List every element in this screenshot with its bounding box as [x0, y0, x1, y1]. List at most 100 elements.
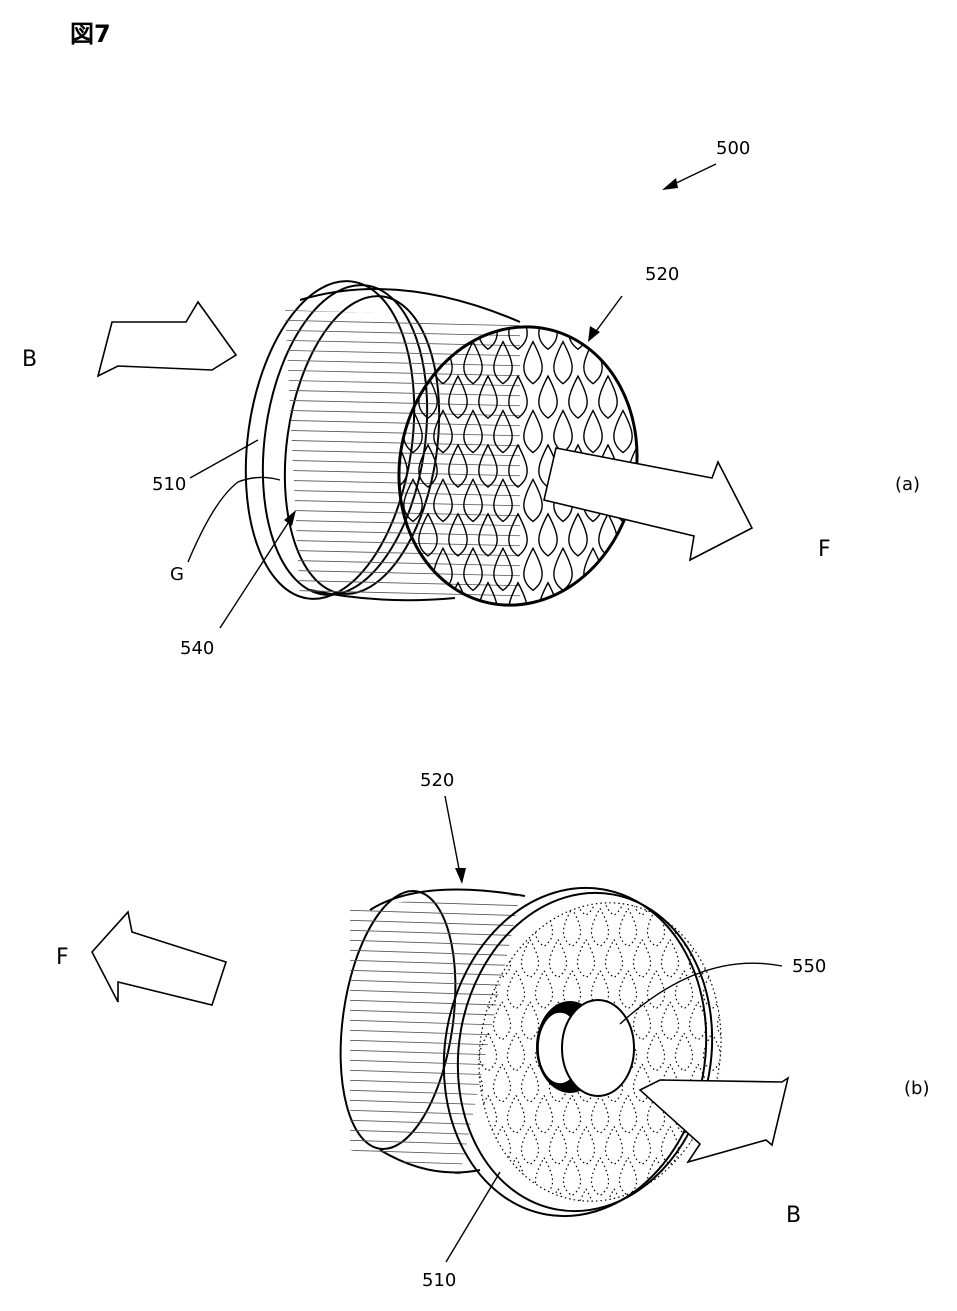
net-cell — [632, 1062, 652, 1103]
net-cell — [548, 938, 568, 979]
net-cell — [493, 477, 513, 523]
net-cell — [688, 883, 708, 916]
net-cell — [702, 1156, 722, 1197]
net-cell — [553, 340, 573, 385]
net-cell — [674, 617, 692, 659]
pleat-line — [350, 1059, 520, 1067]
hub-550-b — [536, 999, 635, 1097]
net-cell — [478, 443, 498, 488]
pleat-line — [285, 349, 520, 357]
net-cell — [423, 908, 440, 946]
net-cell — [344, 342, 362, 384]
pleat-line — [285, 589, 520, 597]
net-cell — [437, 1189, 454, 1227]
net-cell — [448, 512, 468, 557]
net-cell — [478, 305, 498, 351]
net-cell — [538, 512, 558, 557]
net-cell — [689, 376, 707, 418]
pleat-line — [350, 969, 520, 977]
net-cell — [448, 305, 468, 351]
net-cell — [373, 512, 378, 557]
label-550-b: 550 — [792, 956, 826, 977]
net-cell — [506, 1031, 526, 1072]
net-cell — [576, 1125, 596, 1166]
pleat-line — [285, 529, 520, 537]
pleat-line — [285, 369, 520, 377]
net-cell — [448, 374, 468, 419]
net-cell — [773, 1126, 790, 1164]
net-cell — [562, 883, 582, 885]
net-cell — [590, 907, 610, 948]
label-510-a: 510 — [152, 474, 186, 495]
net-cell — [745, 1002, 762, 1040]
net-cell — [448, 443, 468, 488]
view-a: 520 B F 510 G 540 (a) — [22, 264, 920, 659]
pleat-line — [350, 1009, 520, 1017]
pleat-line — [350, 949, 520, 957]
leader-510-b — [445, 1171, 501, 1263]
leader-g-a — [187, 476, 281, 563]
net-cell — [373, 443, 378, 488]
caption-b: (b) — [904, 1078, 929, 1099]
net-cell — [508, 374, 528, 419]
pleat-line — [285, 359, 520, 367]
net-cell — [590, 1156, 610, 1197]
net-cell — [534, 969, 554, 1010]
net-cell — [520, 1000, 540, 1041]
label-520-a: 520 — [645, 264, 679, 285]
net-cell — [618, 969, 638, 1010]
net-cell — [463, 477, 483, 523]
pleat-line — [350, 1079, 520, 1087]
pleat-line — [285, 419, 520, 427]
net-cell — [568, 581, 588, 626]
pleated-body-a — [285, 288, 521, 602]
net-cell — [674, 1218, 694, 1221]
net-cell — [660, 1187, 680, 1221]
net-cell — [674, 883, 694, 885]
net-cell — [553, 304, 573, 316]
net-cell — [660, 1000, 680, 1041]
net-cell — [534, 1218, 554, 1221]
net-cell — [604, 1125, 624, 1166]
net-cell — [523, 304, 543, 316]
label-dir-f-b: F — [56, 945, 69, 970]
net-cell — [704, 617, 722, 659]
pleat-line — [350, 1109, 520, 1117]
net-cell — [568, 374, 588, 419]
net-cell — [493, 615, 513, 628]
leader-520-a — [588, 295, 623, 342]
pleat-line — [350, 1029, 520, 1037]
net-cell — [759, 908, 776, 946]
net-cell — [508, 443, 528, 488]
net-cell — [704, 273, 722, 315]
net-cell — [562, 969, 582, 1010]
net-cell — [646, 883, 666, 885]
net-cell — [493, 304, 513, 316]
net-cell — [463, 546, 483, 592]
net-cell — [660, 938, 680, 979]
label-dir-b-b: B — [786, 1203, 801, 1228]
pleat-line — [350, 979, 520, 987]
net-cell — [646, 907, 666, 948]
net-cell — [730, 1031, 745, 1072]
net-cell — [534, 907, 554, 948]
pleat-line — [285, 409, 520, 417]
net-cell — [674, 411, 692, 453]
label-dir-f-a: F — [818, 537, 831, 562]
net-cell — [464, 883, 484, 916]
net-cell — [478, 883, 498, 885]
net-cell — [463, 409, 483, 454]
net-cell — [548, 883, 568, 916]
net-cell — [464, 1187, 484, 1221]
net-cell — [702, 907, 722, 948]
net-cell — [463, 304, 483, 316]
net-cell — [745, 940, 762, 978]
net-cell — [568, 512, 588, 557]
net-cell — [632, 938, 652, 979]
net-cell — [373, 615, 393, 628]
net-cell — [520, 1062, 540, 1103]
pleat-line — [285, 319, 520, 327]
net-cell — [520, 938, 540, 979]
net-cell — [523, 340, 543, 385]
net-cell — [598, 581, 618, 626]
